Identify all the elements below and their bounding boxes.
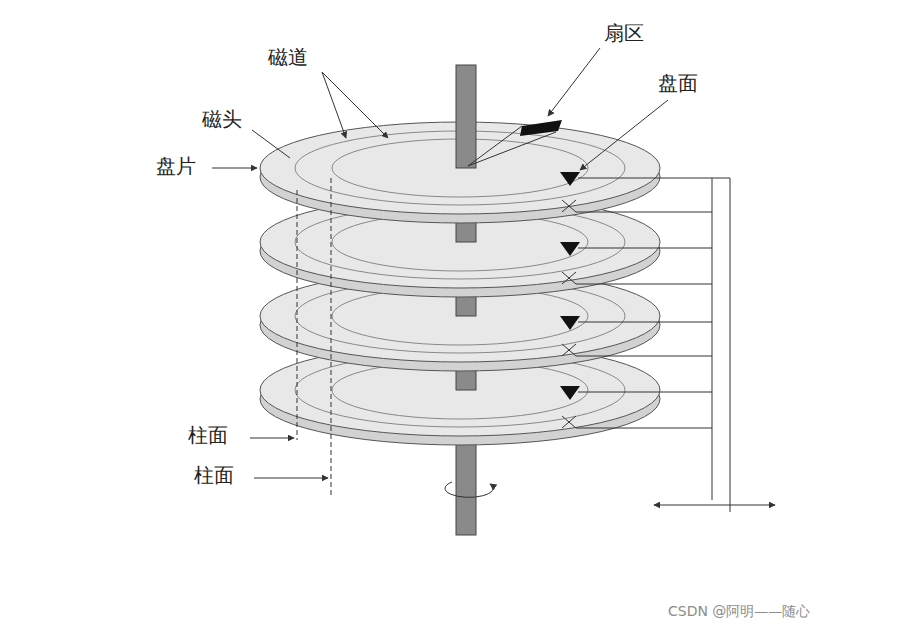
leader-line	[322, 72, 346, 138]
watermark: CSDN @阿明——随心	[666, 603, 812, 619]
sector-edge	[468, 132, 556, 166]
leader-line	[322, 72, 388, 138]
head-arm	[578, 392, 712, 393]
cylinder-label: 柱面	[192, 464, 236, 487]
sector-edge	[468, 126, 522, 166]
cylinder-line	[297, 190, 298, 440]
rotation-arrow	[445, 482, 493, 497]
head-arm	[578, 248, 712, 249]
lower-head	[562, 272, 576, 284]
leader-line	[212, 168, 257, 169]
head-assembly	[562, 178, 730, 512]
leader-line	[548, 48, 600, 116]
platter-label: 盘片	[154, 155, 198, 178]
head-arm	[576, 356, 712, 357]
leader-line	[580, 100, 668, 170]
lower-head	[562, 200, 576, 212]
head	[560, 242, 580, 256]
lower-head	[562, 344, 576, 356]
leader-line	[250, 438, 294, 439]
movement-arrow	[654, 505, 775, 506]
head-arm	[576, 428, 712, 429]
head	[560, 386, 580, 400]
actuator-arm	[730, 178, 731, 512]
sector-label: 扇区	[602, 22, 646, 45]
actuator-arm	[712, 178, 713, 500]
head	[560, 316, 580, 330]
spindle	[456, 65, 476, 168]
cylinder-label: 柱面	[186, 424, 230, 447]
leader-line	[252, 130, 290, 158]
cylinder-line	[331, 178, 332, 495]
head-arm	[578, 178, 730, 179]
lower-head	[562, 416, 576, 428]
head-arm	[576, 284, 712, 285]
head-arm	[578, 322, 712, 323]
head	[560, 172, 580, 186]
track-label: 磁道	[266, 46, 310, 69]
head-arm	[576, 212, 712, 213]
sector-mark	[520, 120, 562, 136]
surface-label: 磁头	[200, 108, 244, 131]
leader-lines	[212, 48, 668, 478]
head-label: 盘面	[656, 72, 700, 95]
leader-line	[254, 478, 328, 479]
